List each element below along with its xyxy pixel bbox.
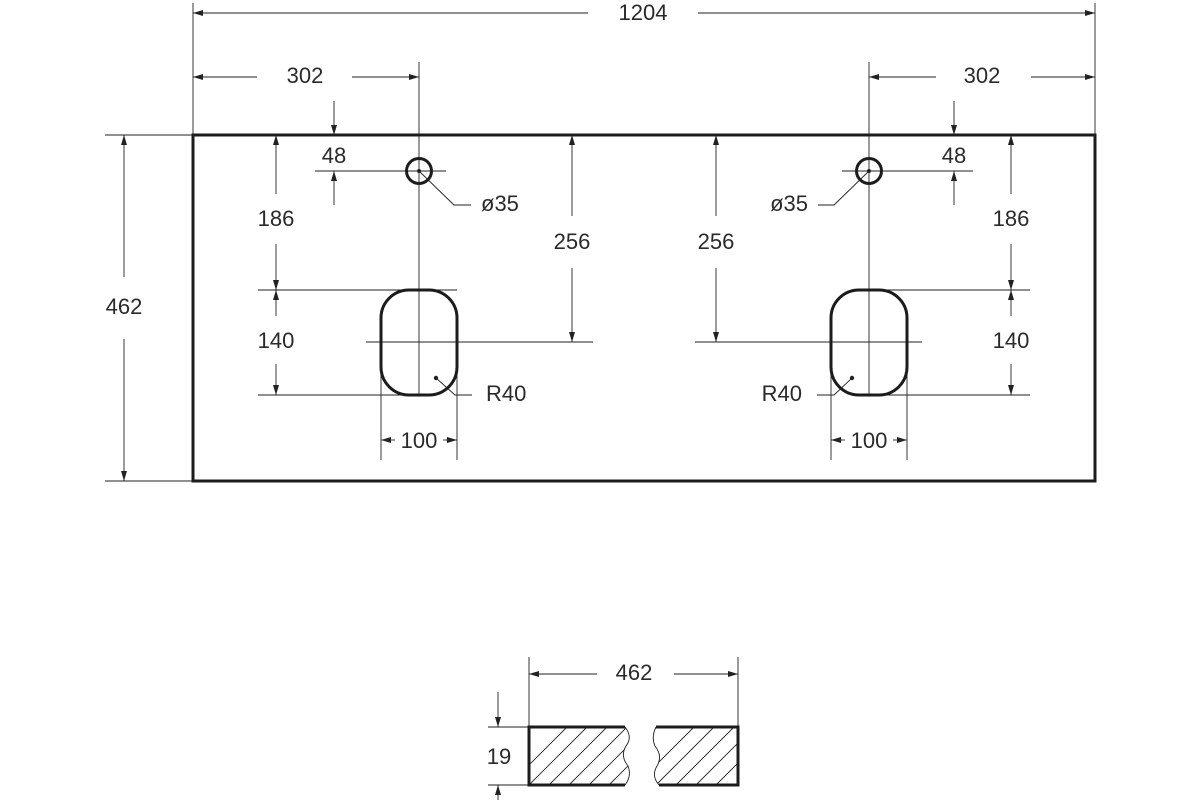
left-hole-inset-label: 48 (322, 143, 346, 168)
left-hole-diameter-label: ø35 (481, 191, 519, 216)
leader-dot (849, 375, 855, 381)
left-corner-radius-label: R40 (486, 381, 526, 406)
left-cutout-height-label: 140 (258, 328, 295, 353)
right-hole-diameter-label: ø35 (770, 191, 808, 216)
right-hole-inset-label: 48 (942, 143, 966, 168)
section-right-part (656, 725, 740, 787)
section-right-hatching (653, 727, 738, 785)
dimension-lines (123, 12, 1095, 481)
left-cutout-width-label: 100 (401, 428, 438, 453)
left-basin-cutout (379, 288, 459, 397)
left-to-cutout-center-label: 256 (554, 229, 591, 254)
left-tap-hole-center (417, 169, 421, 173)
right-to-cutout-top-label: 186 (993, 206, 1030, 231)
arrowheads (121, 10, 1095, 481)
section-right-break (652, 726, 660, 786)
right-cutout-width-label: 100 (851, 428, 888, 453)
section-arrowheads (495, 671, 738, 795)
section-left-break (623, 726, 630, 786)
left-to-cutout-top-label: 186 (258, 206, 295, 231)
section-left-hatching (529, 727, 630, 785)
overall-depth-label: 462 (106, 294, 143, 319)
right-tap-hole-center (867, 169, 871, 173)
right-to-cutout-center-label: 256 (698, 229, 735, 254)
section-extension-lines (488, 657, 739, 800)
right-offset-label: 302 (964, 63, 1001, 88)
right-tap-hole (855, 157, 883, 185)
thickness-label: 19 (487, 744, 511, 769)
right-corner-radius-label: R40 (762, 381, 802, 406)
leader-dot (433, 375, 439, 381)
section-depth-label: 462 (616, 660, 653, 685)
section-left-part (527, 725, 625, 787)
right-basin-cutout (829, 288, 909, 397)
overall-width-label: 1204 (619, 0, 668, 25)
left-tap-hole (405, 157, 433, 185)
extension-lines (105, 3, 1096, 482)
left-offset-label: 302 (287, 63, 324, 88)
leader-lines (418, 170, 870, 396)
countertop-outline (191, 133, 1097, 483)
right-cutout-height-label: 140 (993, 328, 1030, 353)
